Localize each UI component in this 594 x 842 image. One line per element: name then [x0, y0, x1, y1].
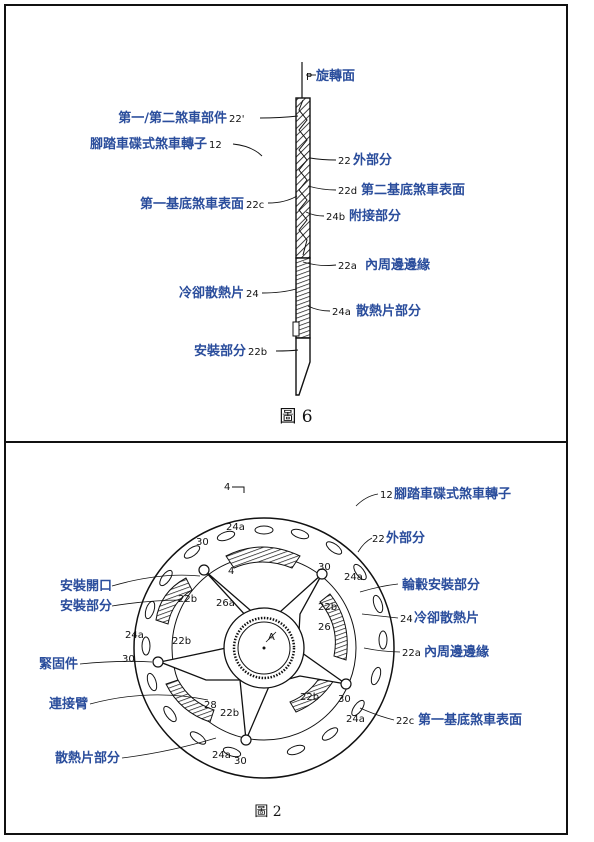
ref-22a-fig2: 22a [402, 648, 421, 659]
label-first-surface-fig2: 第一基底煞車表面 [418, 712, 522, 728]
page-frame [4, 4, 568, 835]
figure-2: 4 [39, 482, 522, 820]
figure-2-caption: 圖 2 [254, 804, 281, 820]
label-inner-edge-fig2: 內周邊邊緣 [424, 644, 490, 660]
cooling-fins [155, 546, 348, 723]
figure-divider [4, 441, 568, 443]
ref-22b-4: 22b [220, 708, 239, 719]
section-arrow [232, 486, 245, 493]
ref-24-fig2: 24 [400, 614, 413, 625]
ref-26: 26 [318, 622, 331, 633]
figure-2-refs: 30 24a 22b 26a 24a 22b 30 30 24a 22b 26 … [122, 522, 365, 767]
ref-30-a: 30 [196, 537, 209, 548]
mount-blade [295, 337, 311, 396]
ref-22: 22 [338, 156, 351, 167]
label-inner-edge: 內周邊邊緣 [365, 257, 431, 273]
label-first-surface: 第一基底煞車表面 [140, 196, 244, 212]
ref-24b: 24b [326, 212, 345, 223]
label-mount-portion-fig2: 安裝部分 [60, 598, 112, 614]
ref-24a-5: 24a [212, 750, 231, 761]
ref-P: P [306, 72, 312, 83]
label-pedal-rotor-fig2: 腳踏車碟式煞車轉子 [394, 486, 511, 502]
ref-22d: 22d [338, 186, 357, 197]
ref-22b-1: 22b [178, 594, 197, 605]
ref-24: 24 [246, 289, 259, 300]
ref-section-4-inner: 4 [228, 566, 234, 577]
label-mount-opening: 安裝開口 [60, 578, 112, 594]
label-pedal-rotor: 腳踏車碟式煞車轉子 [90, 136, 207, 152]
ref-section-4: 4 [224, 482, 230, 493]
ref-12: 12 [209, 140, 222, 151]
ref-22prime: 22' [229, 114, 244, 125]
ref-22b-2: 22b [172, 636, 191, 647]
ref-12-fig2: 12 [380, 490, 393, 501]
label-second-surface: 第二基底煞車表面 [361, 182, 465, 198]
ref-22-fig2: 22 [372, 534, 385, 545]
rotor-core-line [298, 99, 308, 256]
figure-6-leaders [232, 74, 337, 352]
ref-30-b: 30 [122, 654, 135, 665]
ref-22b: 22b [248, 347, 267, 358]
label-connecting-arm: 連接臂 [49, 696, 88, 712]
label-rotation-plane: 旋轉面 [315, 68, 355, 84]
label-cooling-fin-fig2: 冷卻散熱片 [414, 610, 479, 626]
rotor-vent-holes [141, 525, 388, 758]
ref-30-e: 30 [234, 756, 247, 767]
ref-24a-3: 24a [344, 572, 363, 583]
ref-30-d: 30 [338, 694, 351, 705]
figure-6-caption: 圖 6 [279, 407, 312, 427]
rotor-outer-strip [295, 97, 311, 259]
label-attach-portion: 附接部分 [349, 208, 401, 224]
ref-24a-2: 24a [125, 630, 144, 641]
ref-22c: 22c [246, 200, 264, 211]
label-fin-portion-fig2: 散熱片部分 [55, 750, 120, 766]
label-fastener: 緊固件 [39, 656, 78, 672]
ref-28: 28 [204, 700, 217, 711]
ref-22b-5: 22b [300, 692, 319, 703]
ref-22b-3: 22b [318, 602, 337, 613]
ref-axis-A: A [268, 632, 275, 643]
axis-dot [262, 646, 266, 650]
label-mount-portion: 安裝部分 [194, 343, 246, 359]
figure-6: P 旋轉面 第一/第二煞車部件 22' 腳踏車碟式煞車轉子 12 22 外部分 … [90, 62, 465, 427]
ref-22a: 22a [338, 261, 357, 272]
ref-24a-1: 24a [226, 522, 245, 533]
ref-24a-4: 24a [346, 714, 365, 725]
ref-30-c: 30 [318, 562, 331, 573]
label-hub-mount: 輪轂安裝部分 [402, 577, 480, 593]
label-fin-portion: 散熱片部分 [356, 303, 421, 319]
label-first-second-part: 第一/第二煞車部件 [118, 110, 227, 126]
label-cooling-fin: 冷卻散熱片 [179, 285, 244, 301]
fin-step [292, 321, 300, 337]
ref-24a: 24a [332, 307, 351, 318]
label-outer-portion-fig2: 外部分 [385, 530, 425, 546]
ref-22c-fig2: 22c [396, 716, 414, 727]
fasteners [152, 564, 352, 746]
figure-2-leaders [79, 493, 401, 759]
label-outer-portion: 外部分 [352, 152, 392, 168]
ref-26a: 26a [216, 598, 235, 609]
